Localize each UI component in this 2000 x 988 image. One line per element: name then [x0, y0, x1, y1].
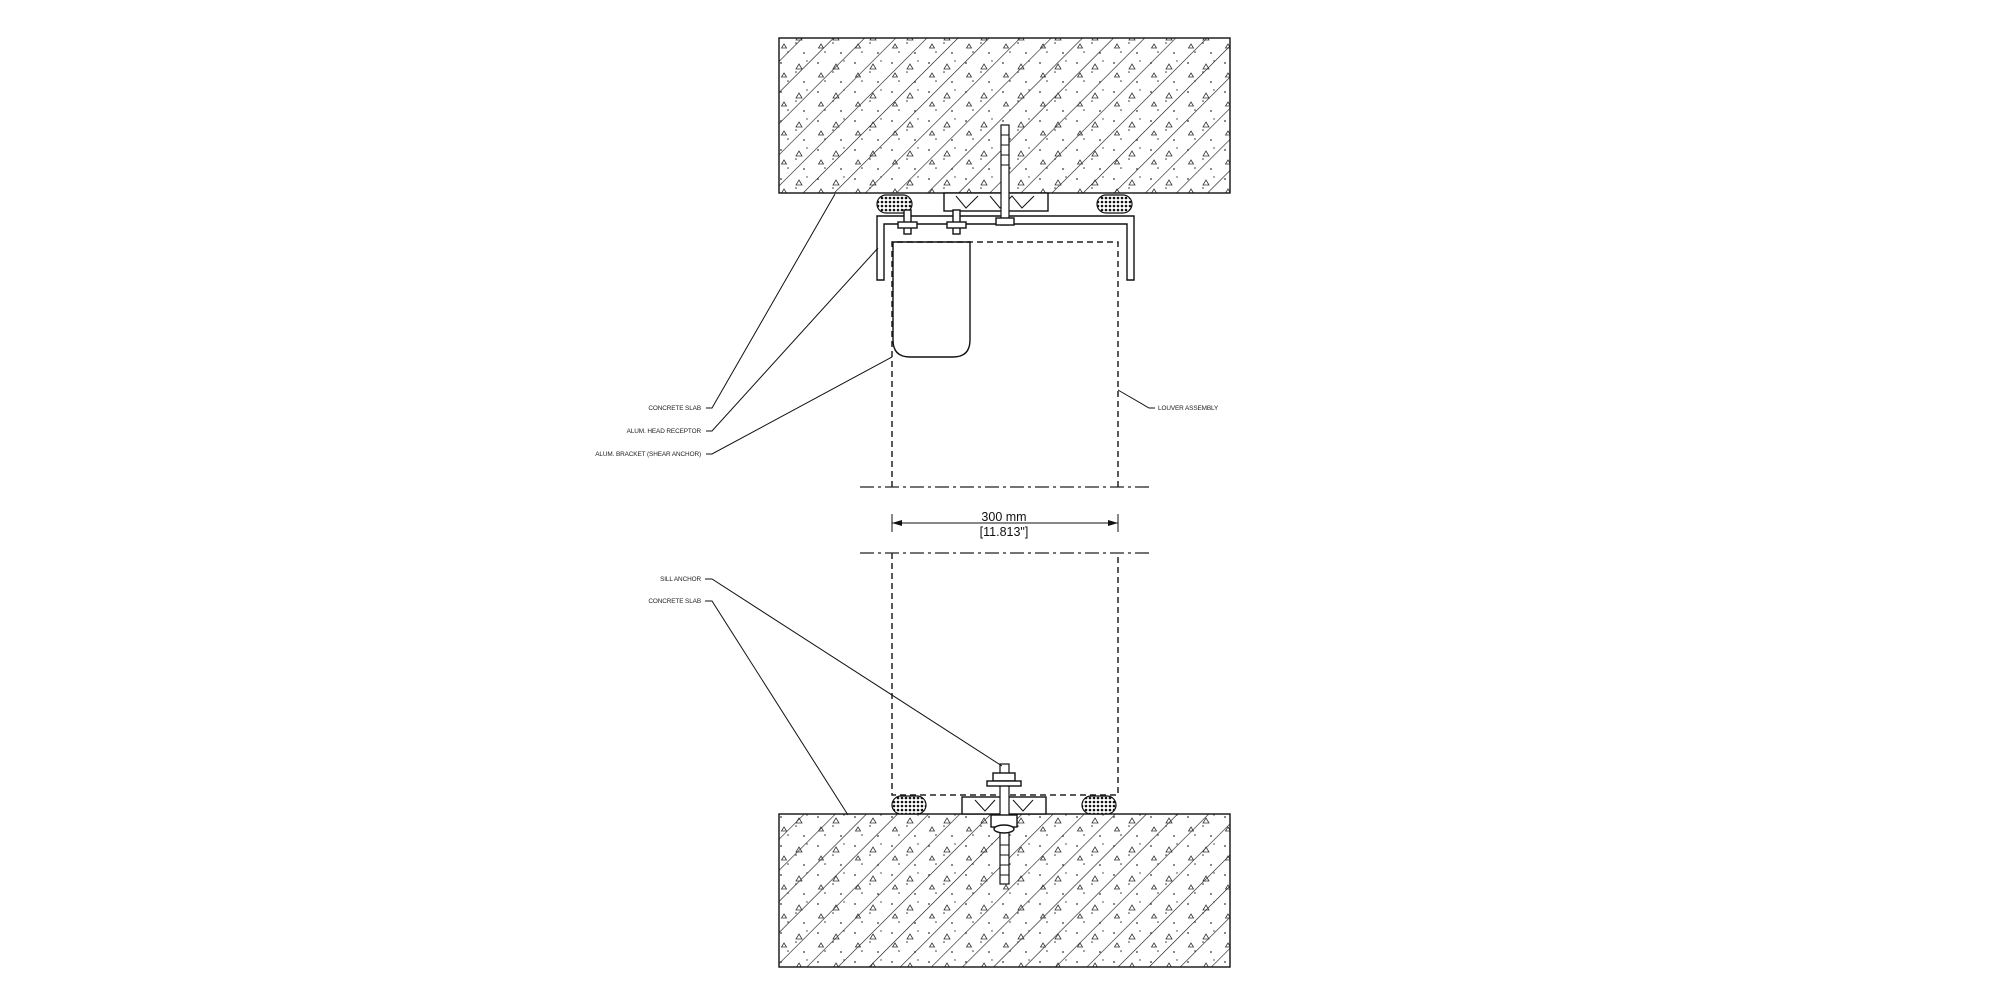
label-louver-assembly: LOUVER ASSEMBLY [1158, 405, 1219, 412]
head-receptor [876, 215, 1135, 281]
sill-gasket-right [1081, 795, 1117, 815]
label-sill-anchor: SILL ANCHOR [660, 576, 701, 583]
head-shear-anchor [943, 124, 1049, 226]
label-head-receptor: ALUM. HEAD RECEPTOR [627, 428, 702, 435]
dimension-imperial: [11.813"] [980, 525, 1029, 539]
head-gasket-left [876, 194, 913, 214]
alum-bracket [892, 241, 971, 358]
head-gasket-right [1096, 194, 1133, 214]
top-concrete-slab [778, 37, 1231, 194]
width-dimension [891, 514, 1119, 532]
bracket-bolts [897, 209, 967, 235]
sill-gasket-left [891, 795, 927, 815]
leader-lines [705, 193, 1155, 816]
label-alum-bracket: ALUM. BRACKET (SHEAR ANCHOR) [595, 451, 701, 458]
label-concrete-slab-bottom: CONCRETE SLAB [648, 598, 701, 605]
dimension-metric: 300 mm [981, 510, 1026, 524]
label-concrete-slab-top: CONCRETE SLAB [648, 405, 701, 412]
sill-anchor [961, 763, 1047, 885]
